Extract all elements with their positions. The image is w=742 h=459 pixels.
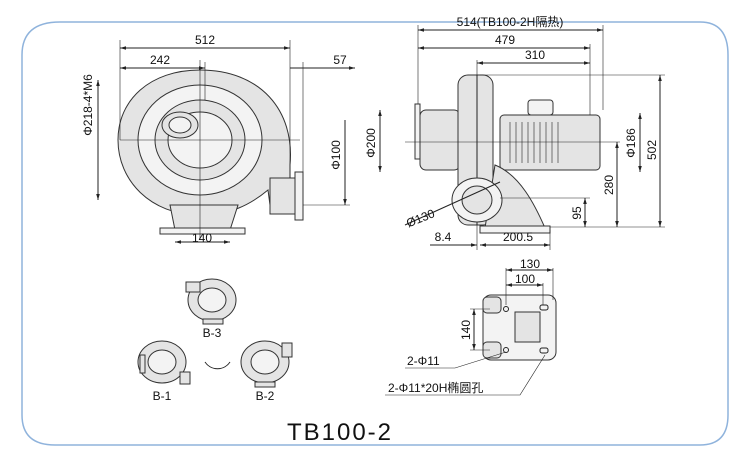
note-holes: 2-Φ11 [407, 354, 440, 368]
drawing-frame [21, 21, 729, 446]
dim-57: 57 [333, 53, 347, 67]
orientation-b1: B-1 [137, 340, 191, 403]
dim-514: 514(TB100-2H隔热) [457, 15, 564, 29]
dim-310: 310 [525, 48, 545, 62]
note-slots: 2-Φ11*20H椭圆孔 [388, 380, 483, 395]
orientation-b2: B-2 [240, 340, 293, 403]
dim-479: 479 [495, 33, 515, 47]
model-title: TB100-2 [287, 419, 393, 446]
dim-130: Ø130 [404, 206, 437, 230]
label-b2: B-2 [256, 389, 275, 403]
side-view: 514(TB100-2H隔热) 479 310 Φ200 Φ186 502 28… [364, 15, 665, 250]
dim-8-4: 8.4 [435, 230, 452, 244]
dim-base-140: 140 [459, 320, 473, 340]
dim-base-100: 100 [515, 272, 535, 286]
label-b3: B-3 [203, 326, 222, 340]
dim-242: 242 [150, 53, 170, 67]
dim-200: Φ200 [364, 128, 378, 158]
dim-95: 95 [570, 206, 584, 220]
dim-base-130: 130 [520, 257, 540, 271]
orientation-b3: B-3 [185, 278, 237, 340]
dim-140: 140 [192, 231, 212, 245]
front-view: 512 242 57 Φ218-4*M6 Φ100 140 [81, 33, 355, 245]
rotation-arrow-icon [204, 361, 231, 370]
base-view: 130 100 140 2-Φ11 2-Φ11*20H椭圆孔 [385, 257, 557, 396]
dim-flange-bolt: Φ218-4*M6 [81, 74, 95, 136]
dim-512: 512 [195, 33, 215, 47]
dim-502: 502 [645, 140, 659, 160]
dim-200-5: 200.5 [503, 230, 533, 244]
label-b1: B-1 [153, 389, 172, 403]
dim-outlet-dia: Φ100 [329, 140, 343, 170]
dim-186: Φ186 [624, 128, 638, 158]
dim-280: 280 [602, 175, 616, 195]
